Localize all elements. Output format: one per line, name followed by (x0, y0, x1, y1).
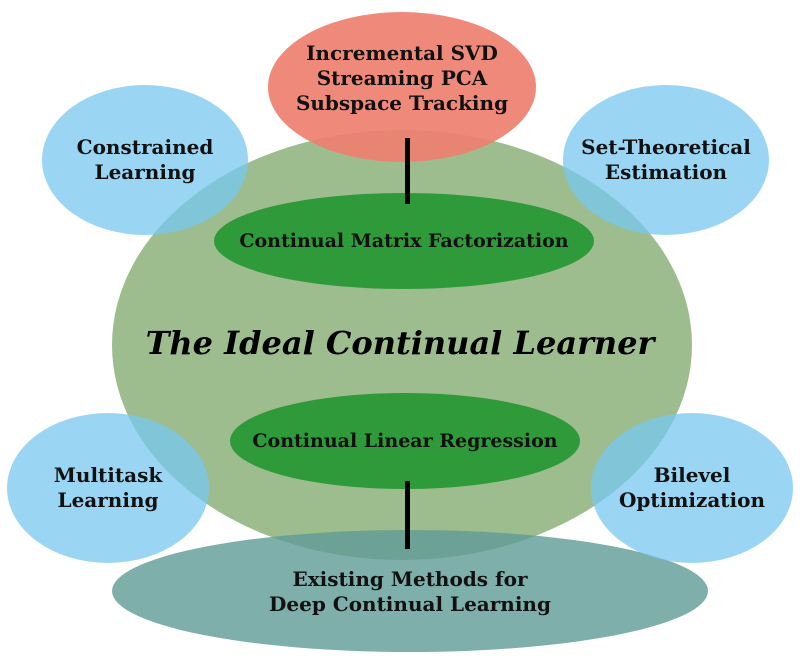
bottom-node-ellipse (112, 530, 708, 652)
right-top-ellipse (563, 85, 769, 235)
top-node-ellipse (268, 12, 536, 162)
inner-bottom-ellipse (230, 393, 580, 489)
inner-top-ellipse (214, 193, 594, 289)
bottom-connector-line (405, 481, 410, 549)
left-top-ellipse (42, 85, 248, 235)
top-connector-line (405, 138, 410, 204)
center-title: The Ideal Continual Learner (145, 324, 655, 362)
right-bottom-ellipse (591, 413, 793, 563)
left-bottom-ellipse (7, 413, 209, 563)
